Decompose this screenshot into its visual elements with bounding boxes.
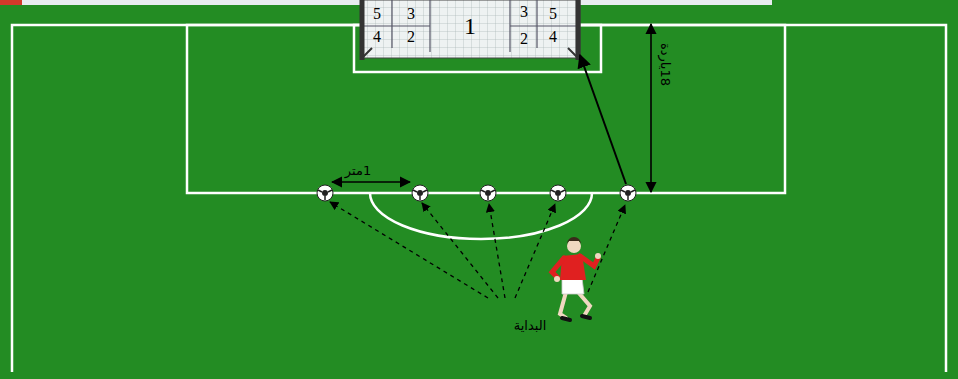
distance-label: 1متر	[345, 164, 371, 177]
zone-number: 4	[549, 29, 557, 45]
touch-line	[12, 25, 946, 372]
zone-number: 5	[373, 6, 381, 22]
goal-net	[362, 0, 580, 60]
dimension-18-yards	[651, 24, 652, 192]
zone-number: 2	[407, 29, 415, 45]
dimension-1-metre	[332, 182, 410, 183]
player	[552, 237, 601, 320]
zone-number: 1	[464, 14, 476, 38]
zone-number: 3	[520, 4, 528, 20]
balls	[317, 185, 636, 201]
zone-number: 3	[407, 6, 415, 22]
distance-label: 18ياردة	[659, 42, 672, 85]
run-paths	[330, 202, 625, 298]
top-strip-mark	[0, 0, 22, 5]
start-label: البداية	[514, 319, 547, 332]
zone-number: 5	[549, 6, 557, 22]
zone-number: 4	[373, 29, 381, 45]
zone-number: 2	[520, 31, 528, 47]
pitch-lines	[12, 25, 946, 372]
shot-arrow	[580, 55, 626, 184]
